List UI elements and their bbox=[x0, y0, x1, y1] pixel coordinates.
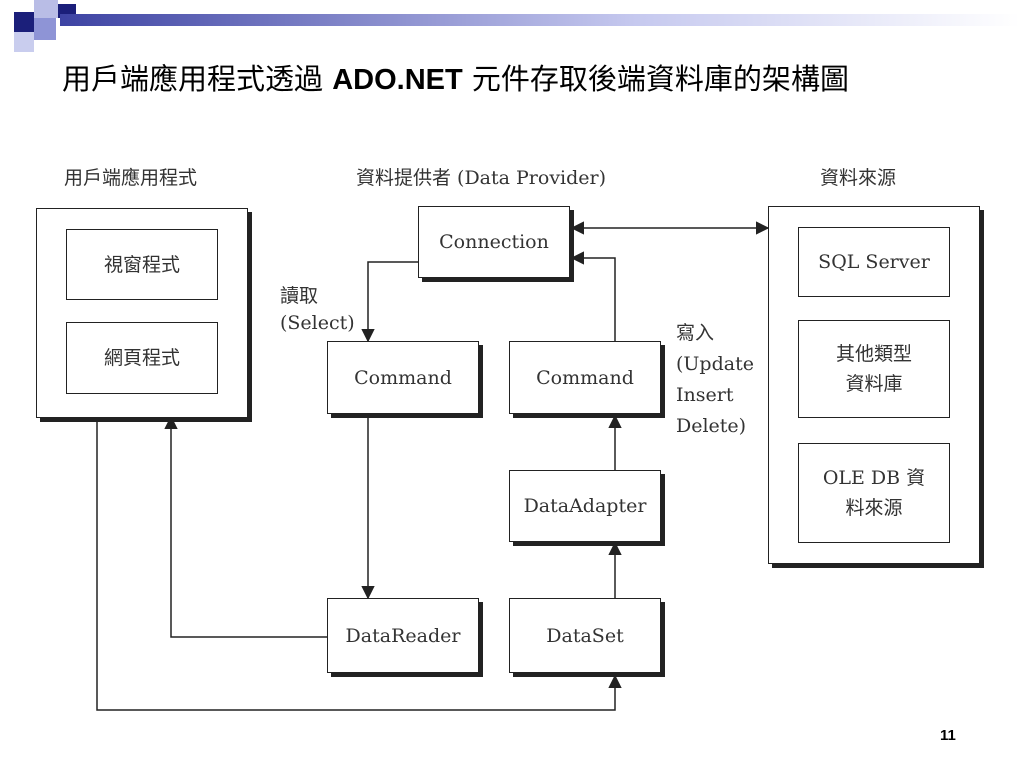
sql-server-box: SQL Server bbox=[798, 227, 950, 297]
oledb-source-label: OLE DB 資 料來源 bbox=[822, 467, 926, 519]
web-app-box: 網頁程式 bbox=[66, 322, 218, 394]
read-annotation: 讀取 (Select) bbox=[280, 285, 355, 334]
source-section-label: 資料來源 bbox=[820, 167, 897, 189]
page-number: 11 bbox=[940, 727, 956, 744]
datareader-node: DataReader bbox=[327, 598, 479, 673]
command-read-label: Command bbox=[354, 366, 452, 389]
page-title: 用戶端應用程式透過 ADO.NET 元件存取後端資料庫的架構圖 bbox=[62, 62, 849, 96]
provider-section-label: 資料提供者 (Data Provider) bbox=[356, 167, 607, 189]
client-section-label: 用戶端應用程式 bbox=[64, 167, 198, 189]
other-db-box: 其他類型 資料庫 bbox=[798, 320, 950, 418]
corner-decoration bbox=[0, 0, 80, 60]
title-gradient-bar bbox=[60, 14, 1020, 26]
windows-app-box: 視窗程式 bbox=[66, 229, 218, 300]
command-read-node: Command bbox=[327, 341, 479, 414]
command-write-label: Command bbox=[536, 366, 634, 389]
command-write-node: Command bbox=[509, 341, 661, 414]
sql-server-label: SQL Server bbox=[818, 251, 930, 273]
connection-label: Connection bbox=[439, 231, 549, 253]
other-db-label: 其他類型 資料庫 bbox=[835, 343, 912, 395]
connection-node: Connection bbox=[418, 206, 570, 278]
oledb-source-box: OLE DB 資 料來源 bbox=[798, 443, 950, 543]
web-app-label: 網頁程式 bbox=[103, 347, 180, 369]
dataset-label: DataSet bbox=[546, 624, 624, 647]
dataadapter-label: DataAdapter bbox=[523, 495, 647, 517]
dataadapter-node: DataAdapter bbox=[509, 470, 661, 542]
dataset-node: DataSet bbox=[509, 598, 661, 673]
windows-app-label: 視窗程式 bbox=[103, 253, 180, 276]
datareader-label: DataReader bbox=[345, 624, 461, 647]
write-annotation: 寫入 (Update Insert Delete) bbox=[676, 322, 754, 437]
